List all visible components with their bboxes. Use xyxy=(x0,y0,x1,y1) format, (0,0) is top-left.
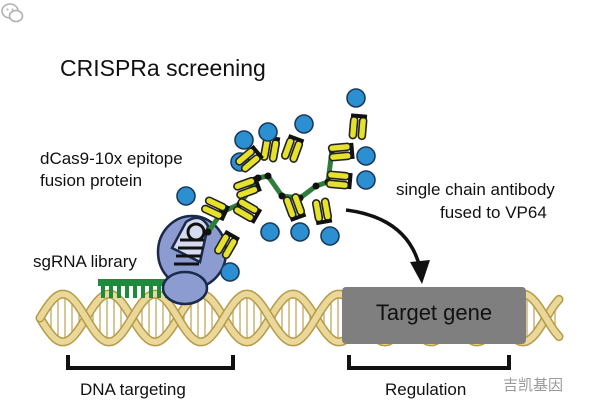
vp64-ball xyxy=(234,130,254,150)
dcas9-label: dCas9-10x epitope fusion protein xyxy=(40,148,183,192)
vp64-ball xyxy=(290,222,310,242)
epitope-node xyxy=(312,182,320,190)
dna-targeting-label: DNA targeting xyxy=(80,380,186,399)
vp64-ball xyxy=(294,114,314,134)
target-gene-label: Target gene xyxy=(375,300,493,325)
antibody-label: single chain antibody fused to VP64 xyxy=(396,178,555,224)
antibody-unit xyxy=(259,134,281,163)
dcas9-protein xyxy=(156,214,228,306)
vp64-ball xyxy=(220,262,240,282)
sgrna-label: sgRNA library xyxy=(33,252,137,271)
regulation-bracket xyxy=(347,355,511,370)
antibody-unit xyxy=(282,193,307,222)
curved-arrow xyxy=(345,208,430,284)
vp64-ball xyxy=(346,88,366,108)
antibody-label-line2: fused to VP64 xyxy=(440,203,547,222)
dcas9-label-line1: dCas9-10x epitope xyxy=(40,149,183,168)
vp64-ball xyxy=(258,122,278,142)
epitope-node xyxy=(264,172,272,180)
antibody-unit xyxy=(233,175,262,200)
antibody-unit xyxy=(311,197,333,226)
antibody-unit xyxy=(280,134,305,163)
antibody-unit xyxy=(235,144,264,173)
scfv-vp64-antibodies xyxy=(176,88,376,282)
page-title: CRISPRa screening xyxy=(60,55,266,81)
sgrna-backbone xyxy=(98,279,172,286)
vp64-ball xyxy=(320,226,340,246)
vp64-ball xyxy=(176,186,196,206)
vp64-ball xyxy=(356,170,376,190)
dna-targeting-bracket xyxy=(66,355,235,370)
vp64-ball xyxy=(260,222,280,242)
antibody-label-line1: single chain antibody xyxy=(396,180,555,199)
antibody-unit xyxy=(327,142,355,162)
dcas9-label-line2: fusion protein xyxy=(40,171,143,190)
antibody-unit xyxy=(201,196,231,222)
sgrna-comb xyxy=(98,279,172,298)
epitope-node xyxy=(278,192,286,200)
antibody-unit xyxy=(325,170,353,190)
watermark-text: 吉凯基因 xyxy=(503,377,564,394)
epitope-node xyxy=(204,228,212,236)
wechat-icon xyxy=(1,3,24,23)
vp64-ball xyxy=(356,146,376,166)
antibody-unit xyxy=(214,229,240,260)
antibody-unit xyxy=(348,113,368,141)
antibody-unit xyxy=(232,198,263,224)
linker-path xyxy=(205,149,335,234)
target-gene-box: Target gene xyxy=(342,287,526,344)
regulation-label: Regulation xyxy=(385,380,467,399)
